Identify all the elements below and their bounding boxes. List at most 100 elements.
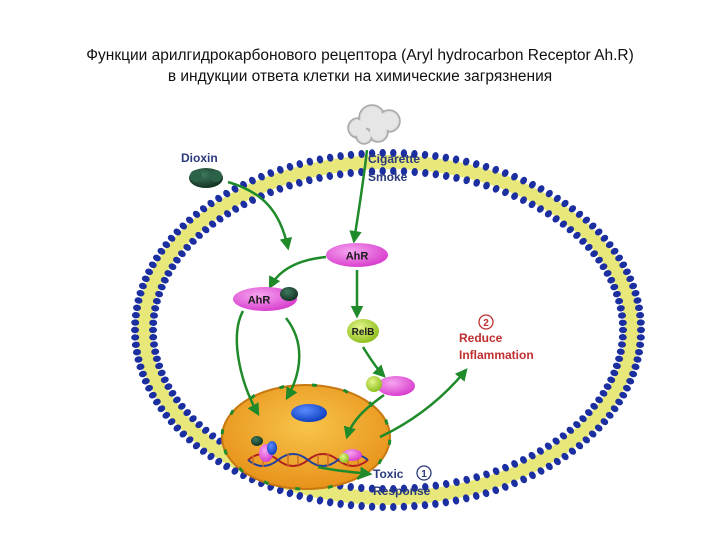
membrane-head <box>316 155 324 164</box>
relb-protein: RelB <box>347 319 379 343</box>
membrane-head <box>400 167 408 176</box>
membrane-head <box>595 396 603 404</box>
membrane-head <box>566 426 575 434</box>
nuclear-pore <box>342 388 349 394</box>
arrow-relb-to-complex <box>361 346 386 378</box>
membrane-head <box>584 409 593 417</box>
membrane-head <box>618 319 627 327</box>
membrane-head <box>153 398 161 406</box>
membrane-head <box>633 356 642 363</box>
membrane-head <box>148 261 157 269</box>
membrane-head <box>528 471 536 480</box>
membrane-head <box>492 184 500 193</box>
membrane-head <box>502 463 509 472</box>
membrane-head <box>626 275 635 283</box>
membrane-head <box>379 167 386 175</box>
membrane-head <box>588 222 597 230</box>
membrane-head <box>215 457 223 466</box>
membrane-head <box>511 192 519 200</box>
nuclear-pore <box>384 419 389 425</box>
membrane-head <box>561 452 569 461</box>
membrane-head <box>223 189 231 198</box>
membrane-head <box>276 165 284 174</box>
membrane-head <box>160 276 169 284</box>
membrane-head <box>199 205 208 213</box>
membrane-head <box>223 462 231 471</box>
membrane-head <box>216 215 224 223</box>
ahr-complex-label: AhR <box>248 295 271 307</box>
cigarette-label: Cigarette <box>368 152 420 166</box>
nuclear-pore <box>377 458 383 465</box>
membrane-head <box>605 241 614 249</box>
membrane-head <box>573 421 581 429</box>
membrane-head <box>157 283 166 291</box>
membrane-head <box>615 398 623 406</box>
membrane-head <box>568 205 577 213</box>
membrane-head <box>326 172 334 180</box>
membrane-head <box>453 478 460 487</box>
membrane-head <box>492 165 500 174</box>
ahr-dioxin-complex: AhR <box>233 287 298 311</box>
membrane-head <box>145 384 154 392</box>
membrane-head <box>276 184 284 193</box>
membrane-head <box>157 369 166 377</box>
membrane-head <box>224 210 232 218</box>
membrane-head <box>610 247 619 255</box>
membrane-head <box>442 480 450 488</box>
nuclear-pores <box>220 383 392 491</box>
membrane-head <box>432 499 439 508</box>
arrow-to-toxic-response <box>317 465 373 480</box>
membrane-head <box>553 457 561 466</box>
membrane-head <box>635 348 643 356</box>
membrane-head <box>502 188 509 197</box>
membrane-head <box>153 254 161 262</box>
membrane-head <box>337 499 344 508</box>
membrane-head <box>453 173 460 182</box>
membrane-head <box>141 275 150 283</box>
membrane-head <box>432 481 440 490</box>
nuclear-pore <box>327 484 334 489</box>
membrane-head <box>573 231 581 239</box>
membrane-head <box>208 220 217 228</box>
cell-membrane <box>131 149 645 511</box>
membrane-head <box>337 152 344 161</box>
membrane-head <box>432 170 440 179</box>
membrane-head <box>189 237 197 245</box>
membrane-head <box>231 185 239 193</box>
membrane-head <box>582 436 591 444</box>
membrane-head <box>520 475 528 484</box>
membrane-head <box>185 436 194 444</box>
membrane-head <box>149 333 158 341</box>
membrane-head <box>483 470 490 479</box>
membrane-head <box>173 256 181 264</box>
membrane-head <box>473 473 481 482</box>
toxic-label: Toxic <box>373 467 404 481</box>
membrane-head <box>131 326 139 334</box>
membrane-head <box>208 432 217 440</box>
membrane-head <box>192 210 201 218</box>
membrane-head <box>215 194 223 203</box>
membrane-head <box>201 226 210 234</box>
arrow-inside-nucleus <box>285 317 301 401</box>
slide-title-line-2: в индукции ответа клетки на химические з… <box>167 68 553 85</box>
membrane-head <box>603 270 612 277</box>
membrane-head <box>316 173 323 182</box>
membrane-head <box>421 501 429 510</box>
membrane-head <box>566 226 575 234</box>
membrane-head <box>390 167 397 175</box>
membrane-head <box>150 341 158 348</box>
membrane-head <box>168 263 177 271</box>
membrane-head <box>173 396 181 404</box>
membrane-head <box>258 172 265 181</box>
membrane-head <box>544 442 552 450</box>
membrane-head <box>316 496 324 505</box>
membrane-head <box>610 283 619 291</box>
arrow-complex-to-nucleus <box>235 310 260 417</box>
membrane-head <box>599 263 608 271</box>
membrane-head <box>286 162 294 171</box>
membrane-head <box>358 150 365 158</box>
membrane-head <box>552 215 560 223</box>
membrane-head <box>157 247 166 255</box>
nuclear-proteins <box>251 404 362 463</box>
membrane-head <box>537 467 545 475</box>
